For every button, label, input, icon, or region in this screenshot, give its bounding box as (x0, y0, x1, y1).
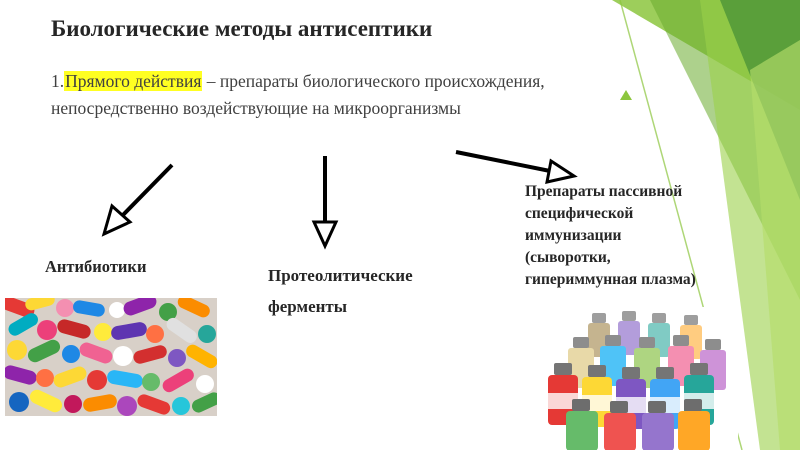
label-antibiotics: Антибиотики (45, 257, 147, 276)
label-passive-immunization: Препараты пассивной специфической иммуни… (525, 181, 770, 291)
vials-image (538, 307, 738, 450)
immun-line-4: (сыворотки, (525, 249, 611, 266)
arrow-to-immunization (455, 150, 578, 184)
immun-line-3: иммунизации (525, 227, 622, 244)
pills-image (5, 298, 217, 416)
immun-line-2: специфической (525, 205, 634, 222)
point-number: 1. (51, 71, 65, 91)
immun-line-5: гипериммунная плазма) (525, 271, 696, 288)
enzymes-line-1: Протеолитические (268, 266, 413, 285)
enzymes-line-2: ферменты (268, 297, 348, 316)
arrow-to-antibiotics (101, 163, 174, 237)
point-text: – препараты биологического происхождения… (51, 71, 545, 118)
label-proteolytic-enzymes: Протеолитические ферменты (268, 260, 488, 322)
immun-line-1: Препараты пассивной (525, 183, 683, 200)
highlighted-term: Прямого действия (64, 71, 203, 91)
definition-paragraph: 1.Прямого действия – препараты биологиче… (51, 68, 611, 122)
slide-title: Биологические методы антисептики (51, 16, 433, 41)
arrow-to-enzymes (311, 156, 339, 250)
